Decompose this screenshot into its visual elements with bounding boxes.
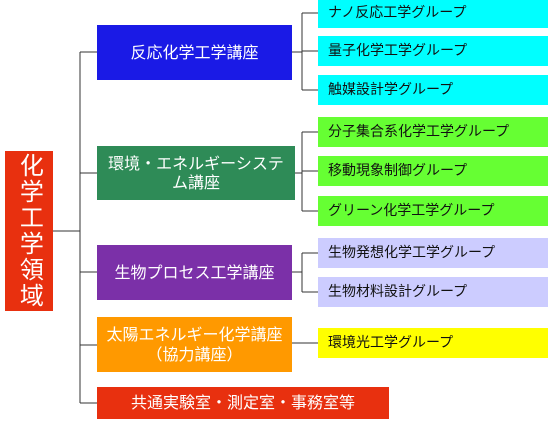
department-label: 太陽エネルギー化学講座（協力講座） <box>106 325 283 364</box>
department-reaction: 反応化学工学講座 <box>97 25 292 80</box>
group-green-chemical: グリーン化学工学グループ <box>318 196 548 226</box>
root-node: 化学工学領域 <box>5 151 53 311</box>
group-label: 量子化学工学グループ <box>328 42 468 59</box>
group-bio-inspired: 生物発想化学工学グループ <box>318 238 548 268</box>
department-bioprocess: 生物プロセス工学講座 <box>97 245 292 300</box>
department-label: 反応化学工学講座 <box>130 42 259 62</box>
group-label: 環境光工学グループ <box>328 334 454 351</box>
group-label: ナノ反応工学グループ <box>328 4 467 21</box>
group-label: 分子集合系化学工学グループ <box>328 123 510 140</box>
department-label: 生物プロセス工学講座 <box>114 262 275 282</box>
root-label: 化学工学領域 <box>15 153 44 309</box>
group-label: グリーン化学工学グループ <box>328 202 495 219</box>
group-label: 生物材料設計グループ <box>328 283 468 300</box>
group-quantum-chemical: 量子化学工学グループ <box>318 36 548 66</box>
department-shared-facilities: 共通実験室・測定室・事務室等 <box>97 387 389 419</box>
group-catalyst-design: 触媒設計学グループ <box>318 75 548 105</box>
department-label: 環境・エネルギーシステム講座 <box>108 153 284 192</box>
group-label: 移動現象制御グループ <box>328 162 468 179</box>
group-label: 触媒設計学グループ <box>328 81 454 98</box>
department-environment-energy: 環境・エネルギーシステム講座 <box>97 146 295 200</box>
group-transport-phenomena: 移動現象制御グループ <box>318 156 548 186</box>
group-environmental-photo: 環境光工学グループ <box>318 328 548 358</box>
department-solar-energy: 太陽エネルギー化学講座（協力講座） <box>97 317 292 372</box>
group-label: 生物発想化学工学グループ <box>328 244 496 261</box>
group-biomaterial-design: 生物材料設計グループ <box>318 277 548 307</box>
group-nano-reaction: ナノ反応工学グループ <box>318 0 548 28</box>
department-label: 共通実験室・測定室・事務室等 <box>130 393 355 413</box>
group-molecular-assembly: 分子集合系化学工学グループ <box>318 117 548 147</box>
